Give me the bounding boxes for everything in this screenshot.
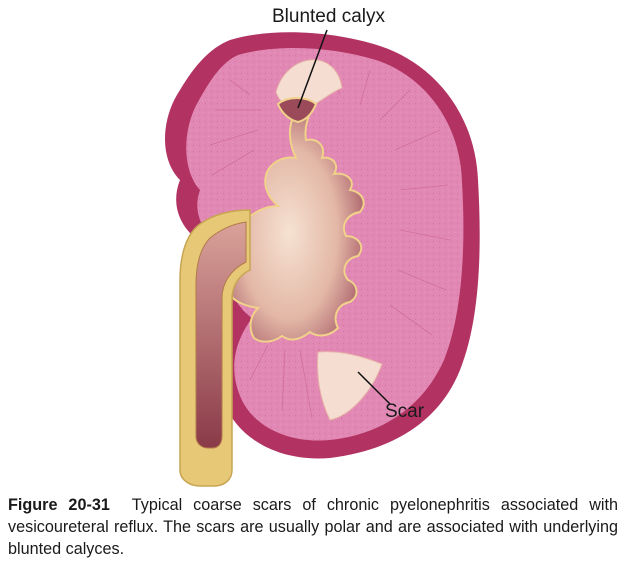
lower-pole-scar: [317, 351, 383, 421]
cortex-striations: [209, 61, 451, 421]
caption-label: Figure 20-31: [8, 496, 110, 514]
ureter-lumen: [195, 221, 247, 449]
figure-caption: Figure 20-31 Typical coarse scars of chr…: [8, 494, 618, 560]
renal-pelvis: [226, 100, 365, 343]
leader-line-blunted-calyx: [297, 29, 328, 109]
blunted-calyx: [276, 97, 318, 124]
leader-line-scar: [357, 371, 391, 405]
callout-scar: Scar: [385, 401, 425, 422]
kidney-illustration: [165, 29, 480, 487]
callout-blunted-calyx: Blunted calyx: [272, 6, 386, 27]
caption-text: Typical coarse scars of chronic pyelonep…: [8, 496, 618, 558]
